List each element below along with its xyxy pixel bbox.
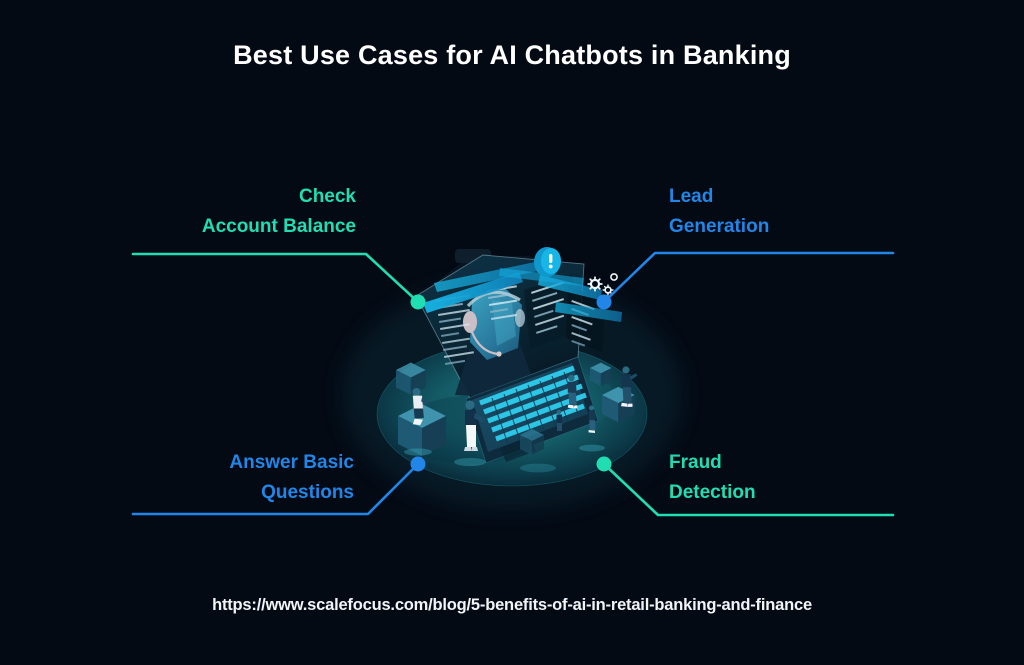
source-url: https://www.scalefocus.com/blog/5-benefi… <box>212 596 812 614</box>
connector-dot-answer-basic-questions <box>410 456 426 472</box>
human-figures <box>412 366 638 451</box>
page-title: Best Use Cases for AI Chatbots in Bankin… <box>233 40 791 70</box>
connector-fraud-detection <box>596 456 895 517</box>
callout-label-fraud-detection: Fraud Detection <box>669 452 756 503</box>
cyan-highlight-bars <box>423 261 622 322</box>
connector-check-account-balance <box>131 252 426 310</box>
connector-lead-generation <box>596 251 895 310</box>
alert-badge-icon <box>534 247 561 277</box>
callout-label-check-account-balance: Check Account Balance <box>201 186 356 237</box>
connector-dot-check-account-balance <box>410 294 426 310</box>
connector-dot-fraud-detection <box>596 456 612 472</box>
cubes <box>396 362 635 456</box>
connector-answer-basic-questions <box>131 456 426 516</box>
callout-label-answer-basic-questions: Answer Basic Questions <box>229 452 354 503</box>
callout-label-lead-generation: Lead Generation <box>669 186 770 237</box>
platform-reflections <box>404 444 605 473</box>
gear-icons <box>587 273 618 296</box>
connector-dot-lead-generation <box>596 294 612 310</box>
